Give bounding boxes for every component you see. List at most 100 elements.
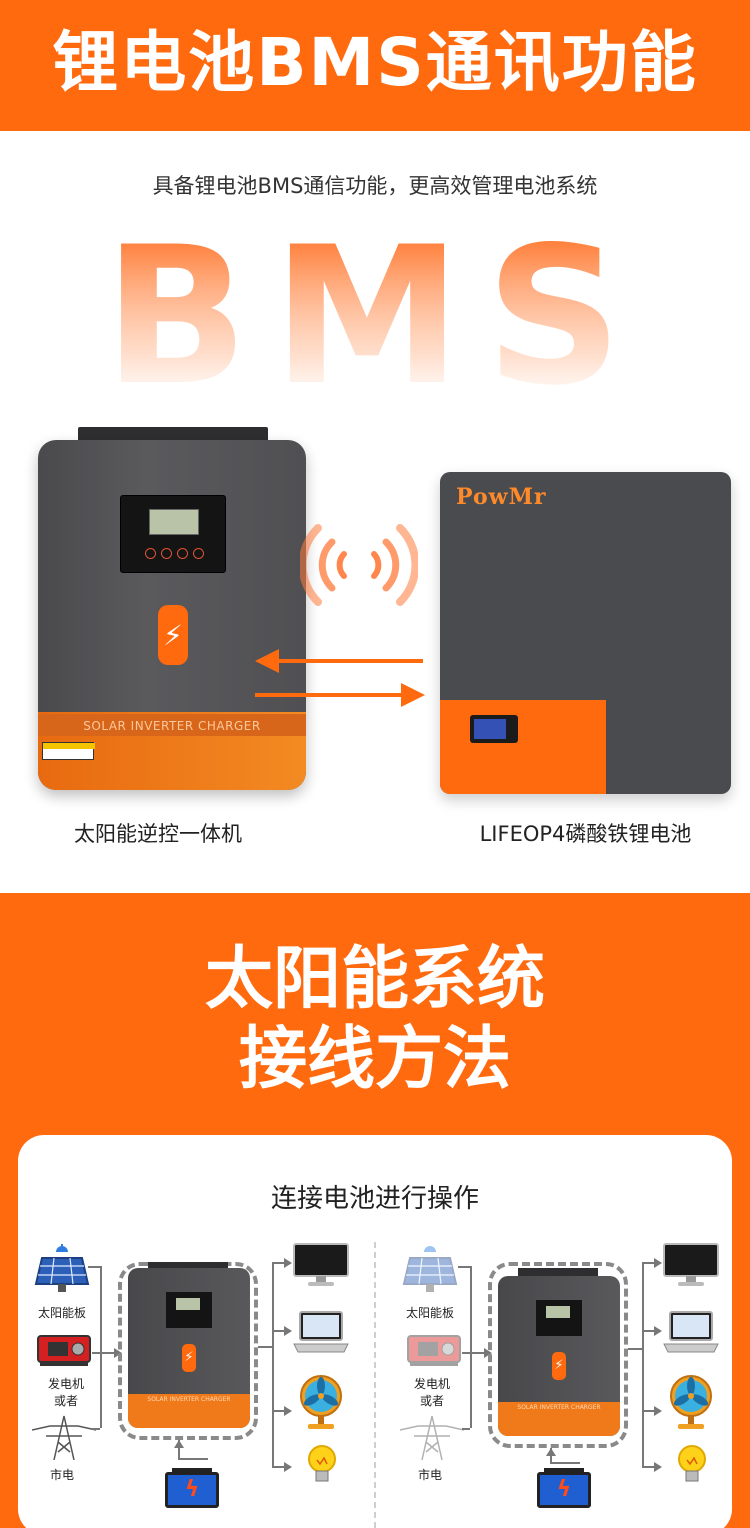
connector-line: [92, 1428, 100, 1430]
arrow-icon: [284, 1326, 292, 1336]
arrow-icon: [654, 1258, 662, 1268]
connector-line: [100, 1352, 116, 1354]
light-bulb-icon: [678, 1445, 706, 1482]
battery-cap: [172, 1468, 212, 1473]
connector-line: [628, 1348, 642, 1350]
battery-image: PowMr: [440, 472, 731, 794]
battery-logo: PowMr: [456, 484, 547, 510]
arrow-left-icon: [255, 649, 423, 673]
connector-line: [458, 1266, 470, 1268]
arrow-icon: [546, 1448, 556, 1456]
inverter-brand-label: SOLAR INVERTER CHARGER: [83, 719, 261, 733]
connector-line: [642, 1410, 656, 1412]
connector-line: [550, 1462, 580, 1464]
battery-caption: LIFEOP4磷酸铁锂电池: [479, 822, 692, 846]
light-bulb-icon: [308, 1445, 336, 1482]
mini-inverter-screen: [166, 1292, 212, 1328]
generator-icon: [407, 1335, 461, 1366]
mini-inverter-bracket: [518, 1268, 598, 1276]
arrow-icon: [654, 1326, 662, 1336]
connector-line: [642, 1466, 656, 1468]
mini-inverter: ⚡ SOLAR INVERTER CHARGER: [128, 1268, 250, 1428]
connector-line: [470, 1266, 472, 1428]
power-tower-icon: [32, 1415, 96, 1460]
lightning-bolt-icon: ⚡: [552, 1352, 566, 1380]
laptop-icon: [293, 1311, 349, 1353]
section1-subtitle: 具备锂电池BMS通信功能，更高效管理电池系统: [152, 174, 598, 198]
connector-line: [100, 1266, 102, 1428]
connector-line: [178, 1458, 208, 1460]
bms-big-text: BMS: [0, 222, 750, 412]
inverter-button: [161, 548, 172, 559]
warning-stripe: [43, 743, 95, 749]
inverter-brand-band: [38, 714, 306, 736]
inverter-button: [177, 548, 188, 559]
inverter-caption: 太阳能逆控一体机: [74, 822, 242, 846]
battery-display: [470, 715, 518, 743]
generator-label: 发电机 或者: [413, 1377, 450, 1408]
laptop-icon: [663, 1311, 719, 1353]
connector-line: [642, 1262, 656, 1264]
solar-panel-icon: [402, 1246, 458, 1292]
lightning-bolt-icon: ⚡: [158, 605, 188, 665]
battery-orange-panel: [440, 700, 606, 794]
arrow-icon: [654, 1462, 662, 1472]
section2-title-line1: 太阳能系统: [204, 940, 545, 1019]
connector-line: [642, 1262, 644, 1468]
inverter-image: ⚡ SOLAR INVERTER CHARGER: [38, 440, 306, 790]
connector-line: [272, 1466, 286, 1468]
mini-inverter-screen: [536, 1300, 582, 1336]
connector-line: [178, 1440, 180, 1458]
battery-lcd: [474, 719, 506, 739]
signal-waves-icon: [300, 524, 418, 606]
diagram-divider: [374, 1242, 376, 1528]
connector-line: [272, 1262, 286, 1264]
battery-icon: ϟ: [537, 1472, 591, 1508]
inverter-display-panel: [120, 495, 226, 573]
fan-icon: [670, 1375, 712, 1429]
arrow-right-icon: [255, 683, 425, 707]
arrow-icon: [654, 1406, 662, 1416]
connector-line: [258, 1346, 272, 1348]
grid-label: 市电: [417, 1468, 442, 1482]
connector-line: [272, 1410, 286, 1412]
inverter-highlight-box: [488, 1262, 628, 1448]
top-banner: [0, 0, 750, 131]
connector-line: [470, 1352, 486, 1354]
mini-inverter-brand: SOLAR INVERTER CHARGER: [147, 1396, 231, 1403]
connector-line: [272, 1330, 286, 1332]
monitor-icon: [663, 1243, 719, 1286]
grid-label: 市电: [49, 1468, 74, 1482]
connector-line: [462, 1428, 470, 1430]
arrow-icon: [174, 1440, 184, 1448]
generator-icon: [37, 1335, 91, 1366]
power-tower-icon: [400, 1415, 464, 1460]
connector-line: [272, 1262, 274, 1468]
arrow-icon: [284, 1258, 292, 1268]
arrow-icon: [284, 1406, 292, 1416]
inverter-button: [193, 548, 204, 559]
mini-inverter-bracket: [148, 1262, 228, 1270]
arrow-icon: [284, 1462, 292, 1472]
mini-inverter-brand: SOLAR INVERTER CHARGER: [517, 1404, 601, 1411]
mini-inverter-lcd: [176, 1298, 200, 1310]
section2-title-line2: 接线方法: [238, 1020, 511, 1099]
mini-inverter: ⚡ SOLAR INVERTER CHARGER: [498, 1276, 620, 1436]
solar-panel-label: 太阳能板: [405, 1306, 454, 1320]
connector-line: [92, 1352, 100, 1354]
solar-panel-label: 太阳能板: [37, 1306, 86, 1320]
connector-line: [88, 1266, 100, 1268]
wiring-card-title: 连接电池进行操作: [270, 1184, 479, 1214]
mini-inverter-base: [128, 1394, 250, 1428]
lightning-bolt-icon: ⚡: [182, 1344, 196, 1372]
monitor-icon: [293, 1243, 349, 1286]
battery-cap: [544, 1468, 584, 1473]
warning-sticker: [42, 742, 95, 760]
inverter-button: [145, 548, 156, 559]
fan-icon: [300, 1375, 342, 1429]
connector-line: [642, 1330, 656, 1332]
generator-label: 发电机 或者: [47, 1377, 84, 1408]
mini-inverter-base: [498, 1402, 620, 1436]
mini-inverter-lcd: [546, 1306, 570, 1318]
connector-line: [462, 1352, 470, 1354]
